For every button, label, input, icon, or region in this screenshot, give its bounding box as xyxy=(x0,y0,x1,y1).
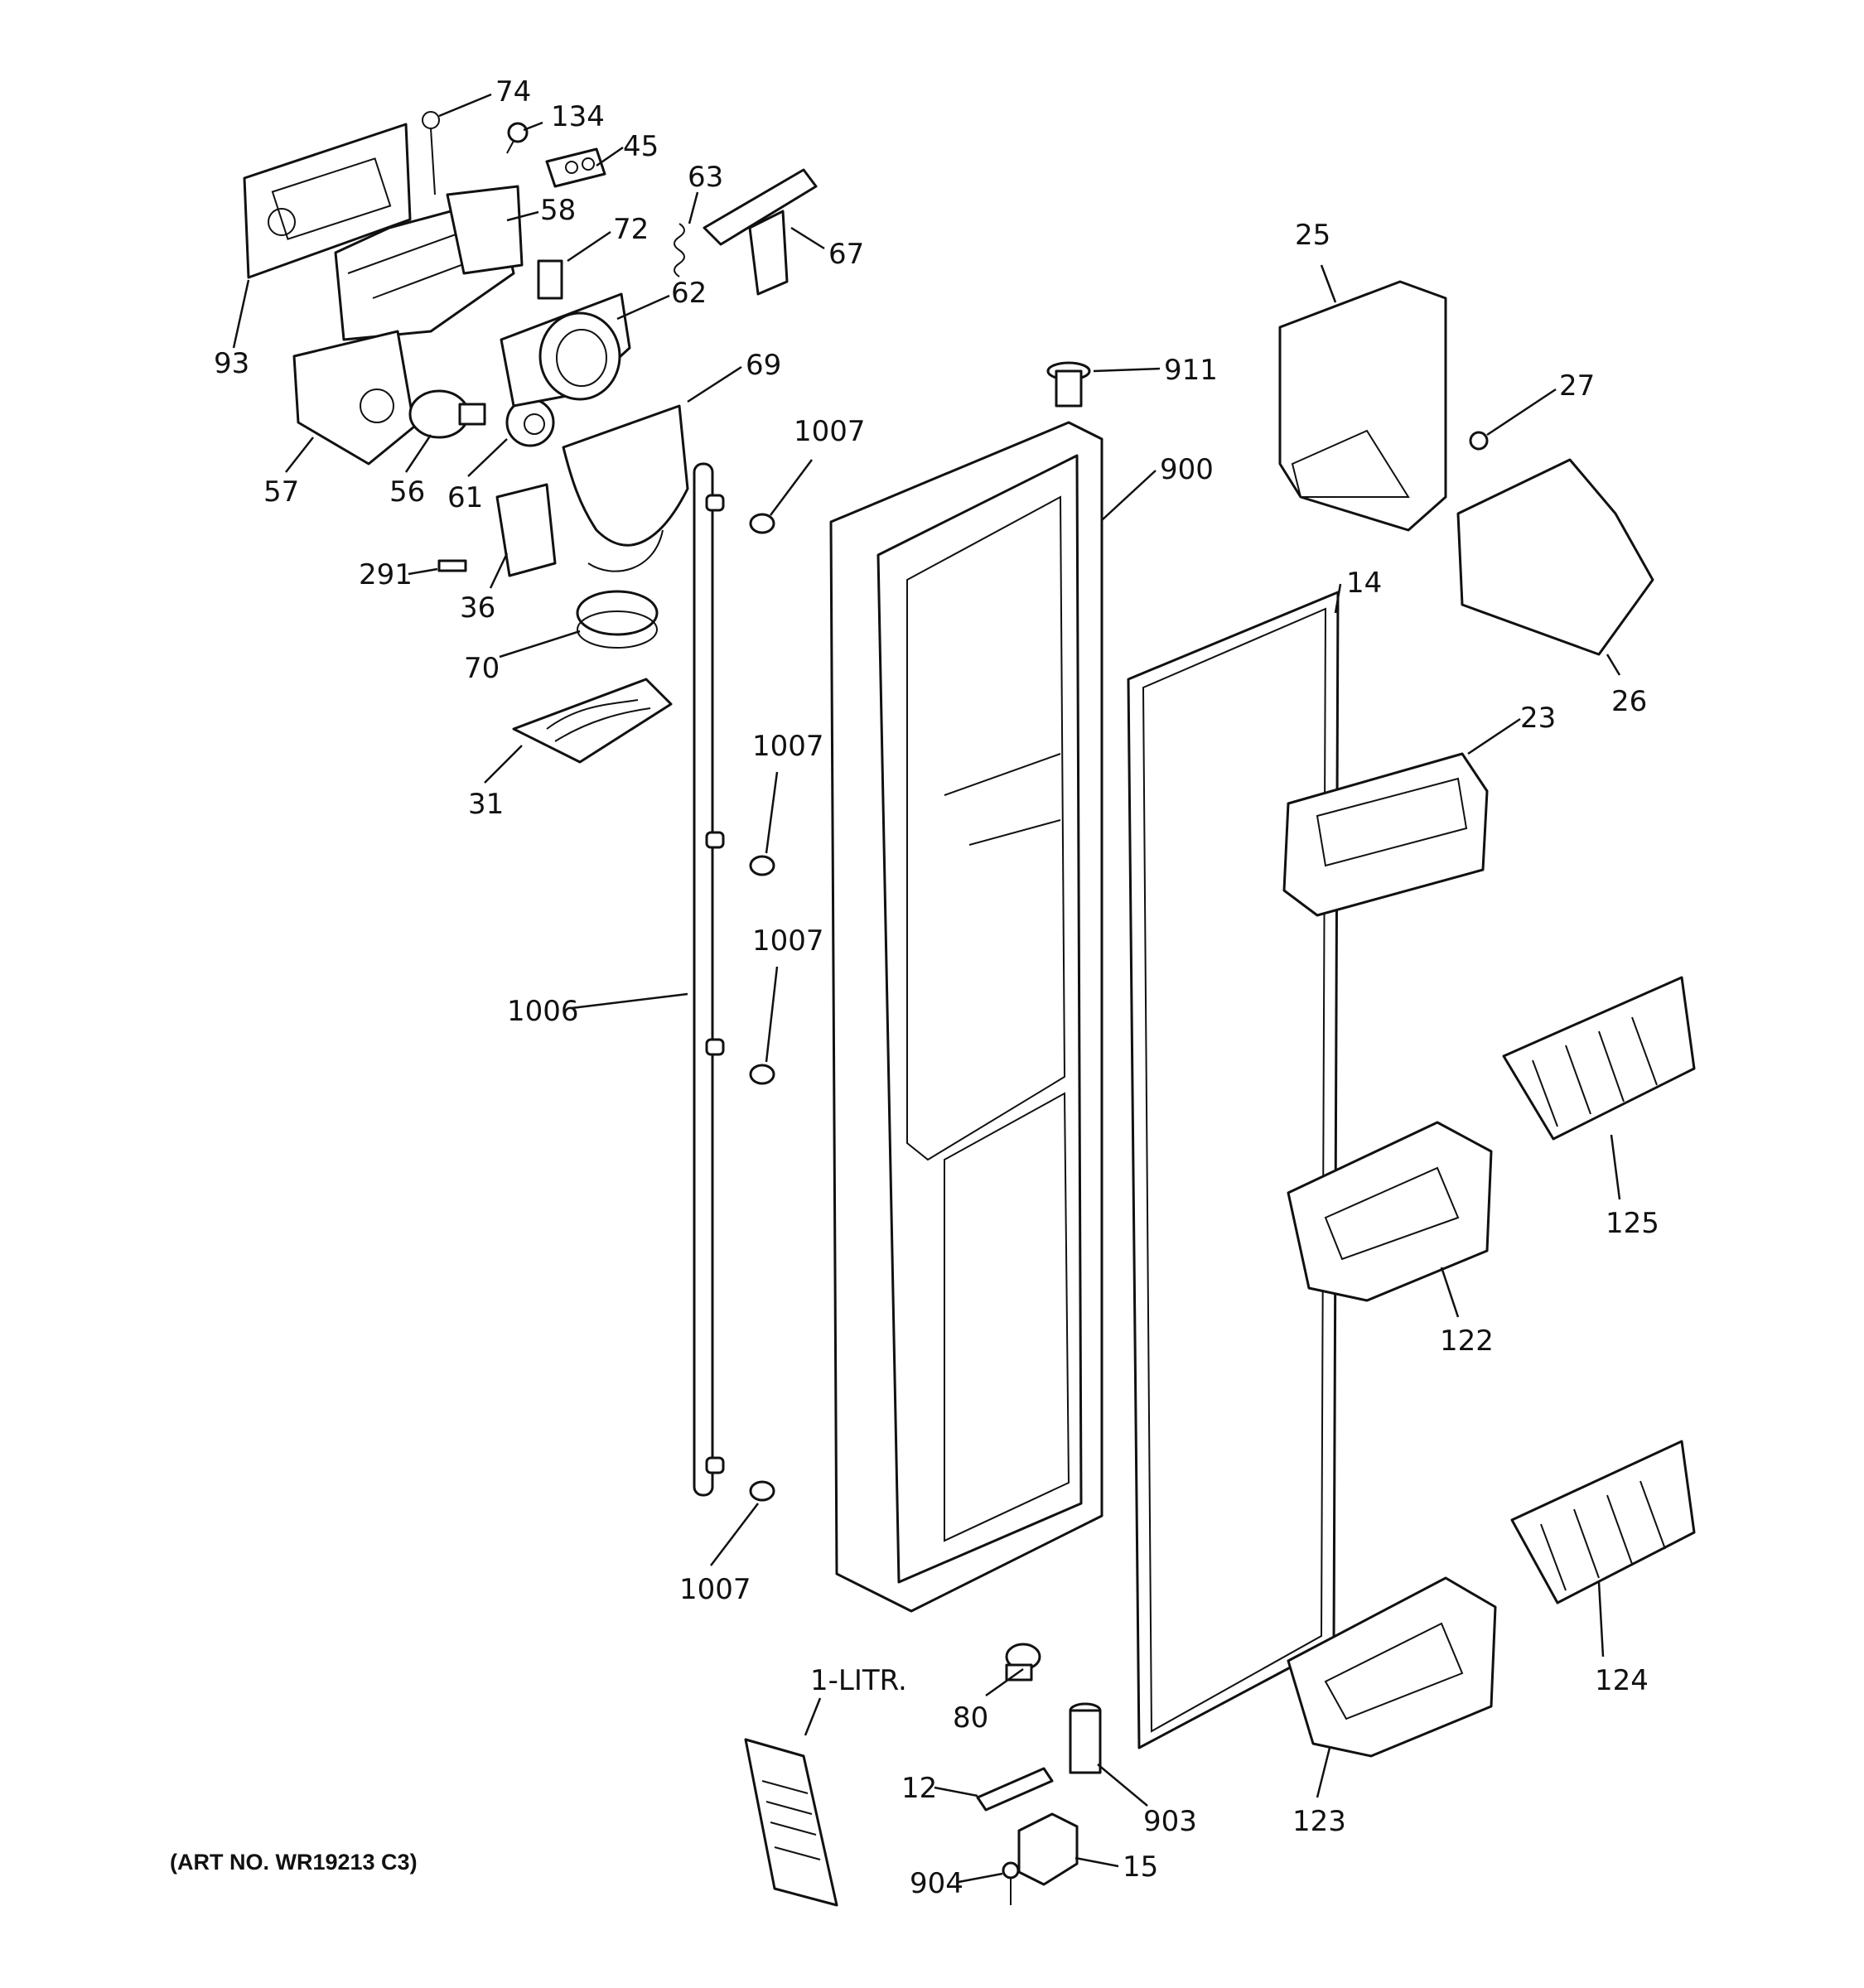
instruction-card-1-litr xyxy=(744,1738,838,1907)
bracket-45 xyxy=(545,147,606,188)
callout-125: 125 xyxy=(1606,1207,1659,1240)
callout-124: 124 xyxy=(1595,1664,1649,1697)
callout-31: 31 xyxy=(468,788,504,821)
cap-911 xyxy=(1046,361,1091,408)
callout-1007-upper-mid: 1007 xyxy=(752,730,824,763)
callout-1007-bottom: 1007 xyxy=(679,1573,751,1606)
screw-904 xyxy=(1002,1861,1020,1905)
callout-58: 58 xyxy=(540,194,576,227)
callout-15: 15 xyxy=(1123,1850,1158,1884)
callout-23: 23 xyxy=(1520,702,1556,735)
callout-57: 57 xyxy=(263,475,299,509)
bin-123 xyxy=(1287,1576,1497,1758)
screw-134 xyxy=(506,122,529,154)
callout-134: 134 xyxy=(551,100,605,133)
bin-23 xyxy=(1282,752,1489,917)
bracket-36 xyxy=(495,483,557,577)
motor-box-57 xyxy=(292,330,416,466)
callout-62: 62 xyxy=(671,277,707,310)
basket-124 xyxy=(1510,1440,1696,1604)
callout-14: 14 xyxy=(1346,567,1382,600)
bushing-903 xyxy=(1069,1702,1102,1774)
handle-mounts-1007 xyxy=(749,513,775,1502)
callout-1006: 1006 xyxy=(507,995,579,1028)
handle-1006 xyxy=(693,462,725,1497)
callout-61: 61 xyxy=(447,481,483,514)
dispenser-housing-58 xyxy=(334,185,524,341)
spring-74 xyxy=(422,111,440,195)
plug-80 xyxy=(1005,1643,1041,1682)
lever-67 xyxy=(703,168,818,296)
callout-904: 904 xyxy=(910,1867,963,1900)
callout-12: 12 xyxy=(901,1772,937,1805)
ice-bucket-25 xyxy=(1278,280,1447,532)
callout-291: 291 xyxy=(359,558,413,591)
callout-903: 903 xyxy=(1143,1805,1197,1838)
callout-27: 27 xyxy=(1559,369,1595,403)
callout-56: 56 xyxy=(389,475,425,509)
screw-27 xyxy=(1469,431,1489,451)
callout-36: 36 xyxy=(460,591,495,625)
seal-70 xyxy=(576,590,659,649)
leader-lines xyxy=(232,93,1621,1884)
callout-26: 26 xyxy=(1611,685,1647,718)
callout-labels: 74 134 45 58 63 72 67 62 93 69 57 56 61 … xyxy=(214,75,1659,1900)
callout-911: 911 xyxy=(1164,354,1218,387)
freezer-door-900 xyxy=(829,421,1103,1613)
callout-67: 67 xyxy=(828,238,864,271)
callout-1007-lower-mid: 1007 xyxy=(752,924,824,958)
callout-900: 900 xyxy=(1160,453,1214,486)
screw-291 xyxy=(437,559,467,572)
callout-72: 72 xyxy=(613,213,649,246)
callout-80: 80 xyxy=(953,1701,988,1735)
callout-74: 74 xyxy=(495,75,531,109)
drip-tray-31 xyxy=(512,678,673,764)
callout-1-litr: 1-LITR. xyxy=(810,1664,907,1697)
callout-69: 69 xyxy=(746,349,781,382)
funnel-69 xyxy=(562,404,689,572)
bracket-12 xyxy=(976,1767,1054,1812)
hinge-15 xyxy=(1017,1812,1079,1886)
spring-63 xyxy=(674,223,685,277)
basket-125 xyxy=(1502,976,1696,1141)
callout-25: 25 xyxy=(1295,219,1330,252)
door-gasket-14 xyxy=(1127,591,1340,1749)
callout-93: 93 xyxy=(214,347,249,380)
control-panel-93 xyxy=(243,123,412,279)
fan-housing-62 xyxy=(500,292,631,408)
callout-122: 122 xyxy=(1440,1325,1494,1358)
bin-122 xyxy=(1287,1121,1493,1302)
callout-63: 63 xyxy=(688,161,723,194)
art-number: (ART NO. WR19213 C3) xyxy=(170,1850,418,1875)
callout-1007-top: 1007 xyxy=(794,415,866,448)
switch-72 xyxy=(537,259,563,300)
auger-motor-56 xyxy=(408,389,486,439)
ice-chute-26 xyxy=(1456,458,1654,656)
callout-70: 70 xyxy=(464,652,500,685)
callout-45: 45 xyxy=(623,130,659,163)
callout-123: 123 xyxy=(1292,1805,1346,1838)
